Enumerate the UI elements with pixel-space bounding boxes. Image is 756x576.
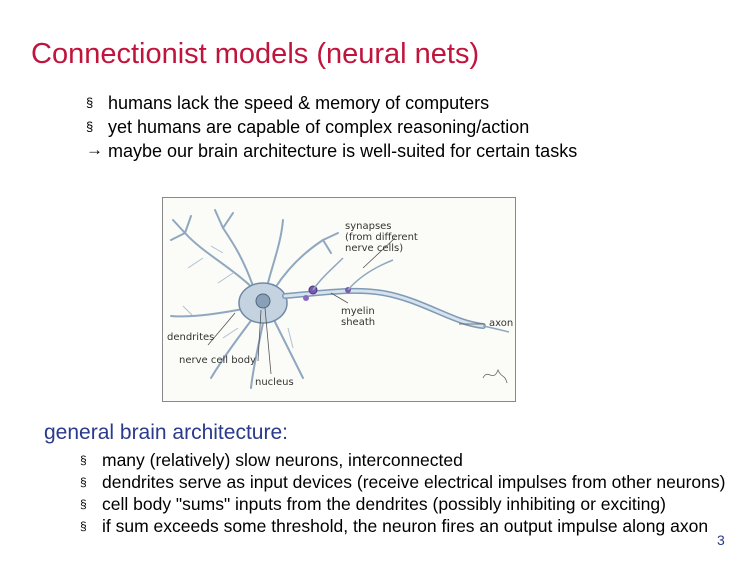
synapse-dot xyxy=(303,295,309,301)
bullet-marker: § xyxy=(80,497,87,511)
axon-shape xyxy=(282,287,486,329)
section-subheading: general brain architecture: xyxy=(44,421,288,444)
dendrites-label: dendrites xyxy=(167,332,215,343)
bullet-marker: § xyxy=(86,119,94,134)
bullet-text: many (relatively) slow neurons, intercon… xyxy=(102,450,463,470)
nucleus-shape xyxy=(255,293,271,309)
bullet-marker: § xyxy=(86,95,94,110)
cell-body-leader-line xyxy=(257,309,262,362)
bullet-marker: § xyxy=(80,519,87,533)
artist-signature xyxy=(482,368,508,384)
architecture-bullet-list: § many (relatively) slow neurons, interc… xyxy=(80,449,756,537)
intro-bullet: → maybe our brain architecture is well-s… xyxy=(86,139,577,163)
nucleus-label: nucleus xyxy=(255,377,294,388)
bullet-text: humans lack the speed & memory of comput… xyxy=(108,93,490,113)
cell-body-label: nerve cell body xyxy=(179,355,256,366)
axon-label: axon xyxy=(489,318,514,329)
architecture-bullet: § if sum exceeds some threshold, the neu… xyxy=(80,515,756,537)
synapses-label: synapses (from different nerve cells) xyxy=(345,221,418,254)
nucleus-leader-line xyxy=(264,307,272,375)
architecture-bullet: § dendrites serve as input devices (rece… xyxy=(80,471,756,493)
myelin-leader-line xyxy=(330,292,349,304)
bullet-text: maybe our brain architecture is well-sui… xyxy=(108,141,578,161)
architecture-bullet: § many (relatively) slow neurons, interc… xyxy=(80,449,756,471)
bullet-text: yet humans are capable of complex reason… xyxy=(108,117,530,137)
bullet-text: if sum exceeds some threshold, the neuro… xyxy=(102,516,709,536)
bullet-text: dendrites serve as input devices (receiv… xyxy=(102,472,726,492)
neuron-illustration xyxy=(170,209,510,389)
bullet-marker: § xyxy=(80,453,87,467)
intro-bullet-list: § humans lack the speed & memory of comp… xyxy=(86,91,577,163)
synapses-leader-line xyxy=(362,237,396,269)
intro-bullet: § yet humans are capable of complex reas… xyxy=(86,115,577,139)
page-number: 3 xyxy=(717,532,725,548)
architecture-bullet: § cell body "sums" inputs from the dendr… xyxy=(80,493,756,515)
neuron-diagram: synapses (from different nerve cells) my… xyxy=(162,197,516,402)
bullet-text: cell body "sums" inputs from the dendrit… xyxy=(102,494,666,514)
intro-bullet: § humans lack the speed & memory of comp… xyxy=(86,91,577,115)
arrow-marker: → xyxy=(86,140,103,159)
dendrites-leader-line xyxy=(207,312,236,346)
bullet-marker: § xyxy=(80,475,87,489)
myelin-sheath-label: myelin sheath xyxy=(341,306,376,328)
slide-title: Connectionist models (neural nets) xyxy=(31,38,480,70)
